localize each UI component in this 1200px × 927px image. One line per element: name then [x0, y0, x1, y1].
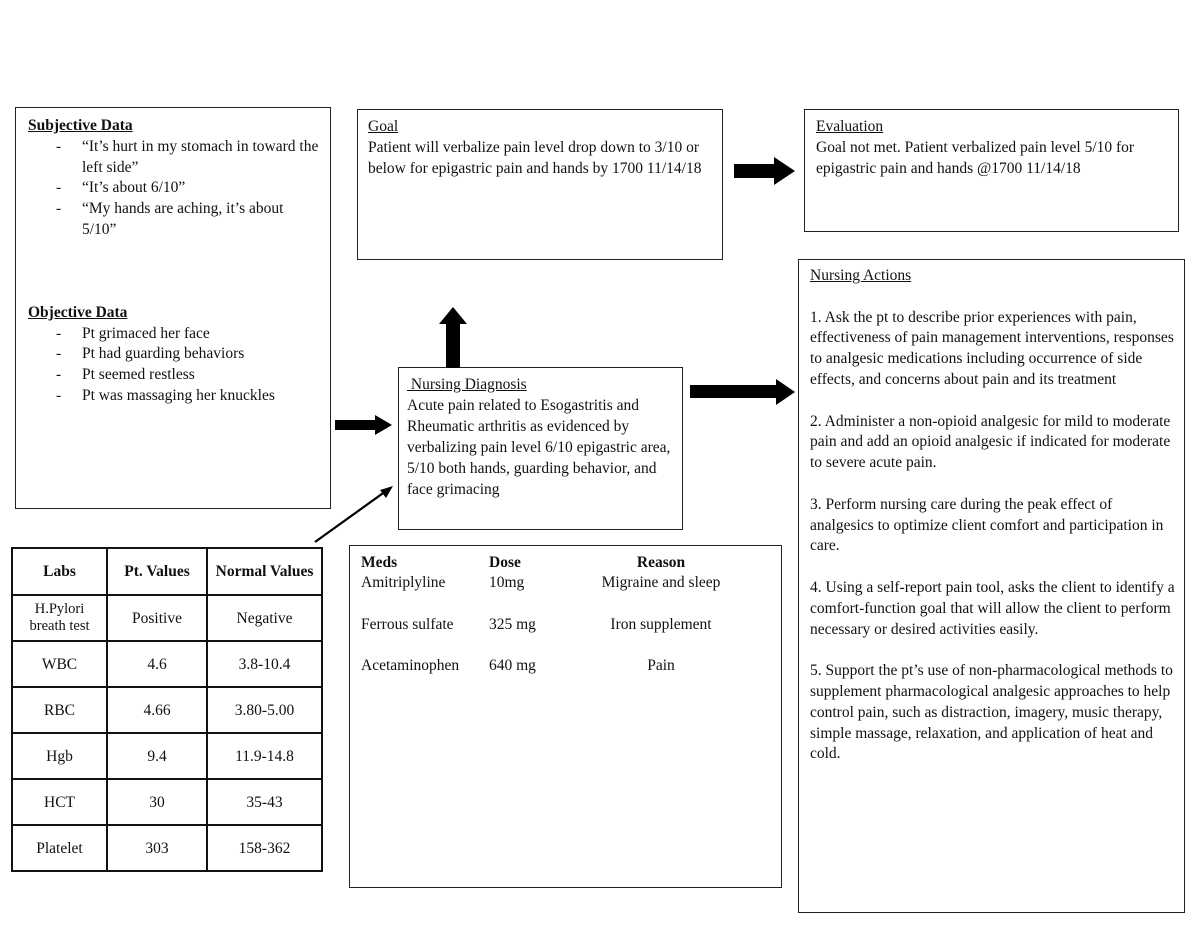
- evaluation-heading: Evaluation: [816, 118, 884, 135]
- objective-item: Pt was massaging her knuckles: [56, 386, 320, 407]
- nursing-actions-heading: Nursing Actions: [810, 267, 912, 284]
- diagonal-arrow-icon: [314, 486, 393, 543]
- nursing-actions-box: Nursing Actions 1. Ask the pt to describ…: [798, 259, 1185, 913]
- objective-list: Pt grimaced her face Pt had guarding beh…: [28, 324, 320, 407]
- lab-normal-value: 35-43: [206, 778, 323, 826]
- med-reason: Pain: [647, 657, 675, 674]
- table-row: WBC 4.6 3.8-10.4: [11, 640, 323, 688]
- normal-values-header: Normal Values: [206, 547, 323, 596]
- goal-box: Goal Patient will verbalize pain level d…: [357, 109, 723, 260]
- evaluation-text: Goal not met. Patient verbalized pain le…: [816, 138, 1135, 177]
- goal-heading: Goal: [368, 118, 399, 135]
- med-reason: Iron supplement: [610, 616, 712, 633]
- nursing-diagnosis-heading: Nursing Diagnosis: [407, 376, 527, 393]
- subjective-item: “My hands are aching, it’s about 5/10”: [56, 199, 320, 241]
- lab-normal-value: Negative: [206, 594, 323, 642]
- nursing-diagnosis-text: Acute pain related to Esogastritis and R…: [407, 397, 671, 498]
- lab-normal-value: 11.9-14.8: [206, 732, 323, 780]
- lab-name: RBC: [11, 686, 108, 734]
- objective-heading: Objective Data: [28, 303, 128, 321]
- arrow-right-icon: [734, 157, 795, 185]
- lab-pt-value: 4.6: [106, 640, 208, 688]
- nursing-action-item: 3. Perform nursing care during the peak …: [810, 495, 1164, 555]
- lab-pt-value: 303: [106, 824, 208, 872]
- evaluation-box: Evaluation Goal not met. Patient verbali…: [804, 109, 1179, 232]
- dose-header: Dose: [489, 554, 521, 571]
- med-dose: 640 mg: [489, 657, 536, 674]
- labs-header: Labs: [11, 547, 108, 596]
- med-dose: 325 mg: [489, 616, 536, 633]
- subjective-list: “It’s hurt in my stomach in toward the l…: [28, 137, 320, 241]
- meds-box: Meds Dose Reason Amitriplyline 10mg Migr…: [349, 545, 782, 888]
- table-row: Hgb 9.4 11.9-14.8: [11, 732, 323, 780]
- med-reason: Migraine and sleep: [601, 574, 721, 591]
- subjective-item: “It’s about 6/10”: [56, 178, 320, 199]
- arrow-right-icon: [690, 379, 795, 405]
- objective-item: Pt seemed restless: [56, 365, 320, 386]
- lab-normal-value: 3.8-10.4: [206, 640, 323, 688]
- pt-values-header: Pt. Values: [106, 547, 208, 596]
- subjective-heading: Subjective Data: [28, 117, 133, 134]
- med-name: Acetaminophen: [361, 657, 460, 674]
- objective-item: Pt had guarding behaviors: [56, 344, 320, 365]
- lab-pt-value: 30: [106, 778, 208, 826]
- arrow-right-icon: [335, 415, 392, 435]
- med-name: Amitriplyline: [361, 574, 446, 591]
- labs-header-row: Labs Pt. Values Normal Values: [11, 547, 323, 596]
- lab-normal-value: 3.80-5.00: [206, 686, 323, 734]
- subjective-item: “It’s hurt in my stomach in toward the l…: [56, 137, 320, 179]
- lab-name: H.Pylori breath test: [11, 594, 108, 642]
- med-dose: 10mg: [489, 574, 525, 591]
- nursing-action-item: 1. Ask the pt to describe prior experien…: [810, 308, 1174, 388]
- lab-normal-value: 158-362: [206, 824, 323, 872]
- lab-name: Hgb: [11, 732, 108, 780]
- lab-pt-value: 4.66: [106, 686, 208, 734]
- nursing-action-item: 5. Support the pt’s use of non-pharmacol…: [810, 662, 1173, 763]
- assessment-data-box: Subjective Data “It’s hurt in my stomach…: [15, 107, 331, 509]
- lab-name: Platelet: [11, 824, 108, 872]
- table-row: HCT 30 35-43: [11, 778, 323, 826]
- arrow-up-icon: [439, 307, 467, 368]
- table-row: RBC 4.66 3.80-5.00: [11, 686, 323, 734]
- meds-header: Meds: [361, 554, 398, 571]
- table-row: H.Pylori breath test Positive Negative: [11, 594, 323, 642]
- lab-pt-value: Positive: [106, 594, 208, 642]
- lab-name: WBC: [11, 640, 108, 688]
- labs-table: Labs Pt. Values Normal Values H.Pylori b…: [11, 547, 323, 872]
- goal-text: Patient will verbalize pain level drop d…: [368, 138, 702, 177]
- lab-pt-value: 9.4: [106, 732, 208, 780]
- nursing-action-item: 4. Using a self-report pain tool, asks t…: [810, 578, 1175, 638]
- objective-item: Pt grimaced her face: [56, 324, 320, 345]
- nursing-diagnosis-box: Nursing Diagnosis Acute pain related to …: [398, 367, 683, 530]
- table-row: Platelet 303 158-362: [11, 824, 323, 872]
- lab-name: HCT: [11, 778, 108, 826]
- reason-header: Reason: [636, 554, 686, 571]
- nursing-action-item: 2. Administer a non-opioid analgesic for…: [810, 412, 1171, 472]
- med-name: Ferrous sulfate: [361, 616, 454, 633]
